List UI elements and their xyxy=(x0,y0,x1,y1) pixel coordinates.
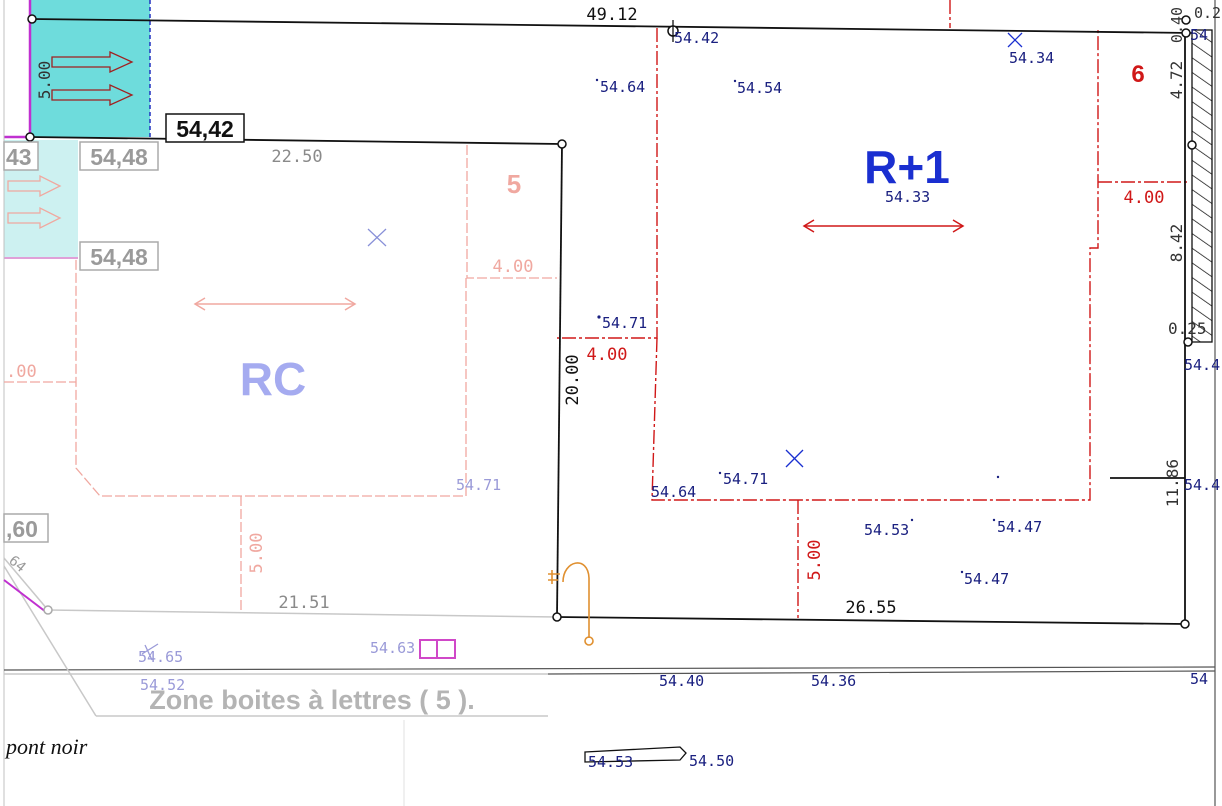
spot-heights-lot6: 54.42 54.34 54.64 54.54 54.33 54.71 54.6… xyxy=(600,29,1054,588)
dim-arrow-strip: 5.00 xyxy=(35,61,54,100)
neighbour-wall-hatched xyxy=(1191,29,1213,343)
level-box-left-cut-top: 43 xyxy=(3,141,39,171)
level-box-main: 54,42 xyxy=(165,113,245,143)
spot-height: 54.36 xyxy=(811,672,856,690)
dim-setback-lot6-left: 4.00 xyxy=(587,345,628,365)
flow-arrows-upper xyxy=(51,50,134,107)
dim-top-boundary: 49.12 xyxy=(586,5,637,25)
water-strip-upper xyxy=(30,0,150,137)
lot5-number: 5 xyxy=(507,169,521,199)
spot-height-edge-left: 64 xyxy=(5,553,28,576)
lot5-center-cross xyxy=(367,228,387,247)
lot6-number: 6 xyxy=(1131,61,1144,88)
mailbox-symbol xyxy=(419,639,456,659)
dim-setback-lot5-left: .00 xyxy=(6,362,37,382)
spot-height: 54.47 xyxy=(997,518,1042,536)
spot-height: 54.40 xyxy=(659,672,704,690)
dim-lot5-top: 22.50 xyxy=(271,147,322,167)
spot-height: 54 xyxy=(1190,670,1208,688)
dim-shared-side: 20.00 xyxy=(563,354,583,405)
lot6-center-cross xyxy=(785,449,804,468)
spot-height: 54.63 xyxy=(370,639,415,657)
mailbox-zone-label: Zone boites à lettres ( 5 ). xyxy=(149,685,475,715)
svg-text:43: 43 xyxy=(6,144,32,170)
water-connection xyxy=(548,562,594,646)
street-cross xyxy=(141,643,159,661)
level-box-left-cut-bottom: ,60 xyxy=(3,513,49,543)
spot-height: 54.64 xyxy=(600,78,645,96)
lot5-direction-arrow xyxy=(193,297,357,311)
lot5-front-marker xyxy=(43,605,53,615)
dim-right-mid: 8.42 xyxy=(1167,224,1186,263)
dim-setback-lot5-right: 4.00 xyxy=(493,257,534,277)
spot-height: 54.4 xyxy=(1184,476,1220,494)
flow-arrows-lower xyxy=(7,174,62,230)
pont-noir-label: pont noir xyxy=(4,734,88,759)
boundary-markers xyxy=(25,14,1197,629)
magenta-diagonal xyxy=(3,579,47,613)
lot5-front-boundary xyxy=(47,609,558,618)
street-feature xyxy=(584,746,687,763)
spot-height: 54.47 xyxy=(964,570,1009,588)
parcel-boundaries xyxy=(29,18,1193,625)
spot-heights-edge-right: 54.4 54.4 54 54 xyxy=(1184,26,1220,688)
dim-lot5-bottom: 21.51 xyxy=(278,593,329,613)
lot5-setback xyxy=(4,145,557,611)
dim-setback-lot6-front: 5.00 xyxy=(805,540,825,581)
dim-right-upper: 4.72 xyxy=(1167,61,1186,100)
lot6-setback xyxy=(557,28,1190,618)
spot-height: 54.53 xyxy=(864,521,909,539)
level-box-left-top: 54,48 xyxy=(79,141,159,171)
spot-height: 54.65 xyxy=(138,648,183,666)
dim-right-lower: 11.86 xyxy=(1163,459,1182,507)
spot-height: 54.4 xyxy=(1184,356,1220,374)
spot-height: 54.50 xyxy=(689,752,734,770)
lot6-direction-arrow xyxy=(802,219,965,233)
spot-height: 54.54 xyxy=(737,79,782,97)
spot-height: 54.71 xyxy=(602,314,647,332)
level-box-left-mid: 54,48 xyxy=(79,241,159,271)
spot-height: 54 xyxy=(1190,26,1208,44)
spot-height-lot5: 54.71 xyxy=(456,476,501,494)
spot-heights-street: 54.65 54.52 54.63 54.40 54.36 54.53 54.5… xyxy=(138,639,856,771)
dim-right-top-cut: 0.2 xyxy=(1194,4,1221,22)
svg-text:54,42: 54,42 xyxy=(176,116,234,142)
street-edges xyxy=(3,0,1216,806)
lot5-roof-label: RC xyxy=(240,353,306,405)
dim-setback-lot6-right: 4.00 xyxy=(1124,188,1165,208)
spot-height: 54.33 xyxy=(885,188,930,206)
spot-height: 54.52 xyxy=(140,676,185,694)
lot6-corner-cross xyxy=(1007,32,1023,48)
dim-lot6-bottom: 26.55 xyxy=(845,598,896,618)
dim-setback-lot5-front: 5.00 xyxy=(247,533,267,574)
spot-height: 54.71 xyxy=(723,470,768,488)
spot-height: 54.53 xyxy=(588,753,633,771)
spot-height: 54.42 xyxy=(674,29,719,47)
spot-height: 54.64 xyxy=(651,483,696,501)
dim-right-small-b: 0.40 xyxy=(1168,7,1186,43)
lot6-roof-label: R+1 xyxy=(864,141,950,193)
svg-text:54,48: 54,48 xyxy=(90,144,148,170)
svg-text:54,48: 54,48 xyxy=(90,244,148,270)
svg-text:,60: ,60 xyxy=(6,516,38,542)
spot-dots-lot6 xyxy=(595,78,1000,574)
spot-height: 54.34 xyxy=(1009,49,1054,67)
dim-right-small-a: 0.25 xyxy=(1168,319,1207,338)
